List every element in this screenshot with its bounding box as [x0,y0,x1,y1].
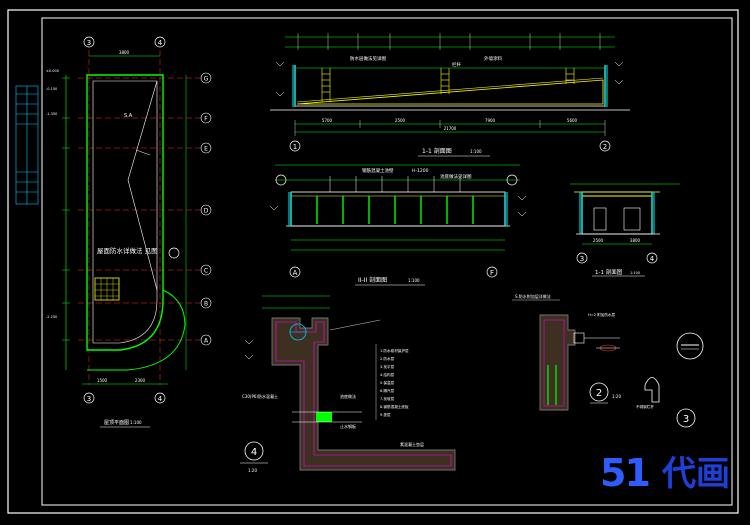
d2-label: S.防水附加层详做法 [515,293,551,299]
plan-title: 屋顶平面图 [104,420,129,426]
d4-note-d: 素混凝土垫层 [400,441,424,447]
plan-axis-top-left: 3 [87,39,91,47]
inner-frame [41,17,733,506]
d4-label-3: 3.找平层 [380,364,395,369]
d3-label: 不锈钢栏杆 [636,404,654,409]
s11-axis-left: 1 [293,143,297,151]
s22-axis-left: A [293,269,298,277]
watermark-text: 代画 [662,454,730,494]
s33-scale: 1:100 [630,271,640,275]
d4-number: 4 [251,447,257,458]
d4-label-1: 1.防水卷材保护层 [380,348,409,353]
s11-label-a: 防水层做法见详图 [350,55,386,62]
s22-label-b: H-1200 [412,168,429,174]
detail-4: 1.防水卷材保护层 2.防水层 3.找平层 4.结构层 5.保温层 6.隔汽层 … [240,295,456,473]
plan-level-3: -1.350 [46,112,57,116]
s11-dim-1: 5700 [322,118,333,123]
plan-axis-d: D [204,208,209,215]
s11-scale: 1:100 [470,149,482,154]
section-3-3: 2500 3800 3 4 1-1 剖面图 1:100 [570,183,680,277]
s22-label-a: 钢筋混凝土池壁 [362,167,394,174]
s33-dim-1: 2500 [593,238,604,243]
d4-label-8: 8.钢筋混凝土底板 [380,404,409,409]
s33-title: 1-1 剖面图 [595,268,623,276]
d4-label-2: 2.防水层 [380,356,395,361]
d3-number: 3 [683,414,689,425]
s11-title: 1-1 剖面图 [422,147,452,155]
d4-label-6: 6.隔汽层 [380,388,395,393]
d4-label-9: 9.垫层 [380,412,391,417]
outer-frame [7,9,739,514]
d4-label-5: 5.保温层 [380,380,395,385]
s22-label-c: 池底做法见详图 [440,173,472,180]
plan-label-main: 屋面防水详做法 见图 [97,246,158,255]
plan-level-4: -2.250 [46,315,57,319]
s11-axis-right: 2 [603,143,607,151]
d4-note-a: C30(P6)防水混凝土 [242,393,278,399]
plan-axis-bottom-right: 4 [158,395,163,403]
plan-axis-a: A [204,338,209,345]
s22-scale: 1:100 [408,278,420,283]
plan-dim-top: 3800 [119,50,130,55]
d4-note-c: 止水钢板 [340,423,356,429]
s11-label-b: 外墙涂料 [484,55,502,62]
s11-label-c: 栏杆 [452,61,461,68]
plan-axis-e: E [204,146,208,153]
plan-axis-top-right: 4 [158,39,163,47]
plan-scale: 1:100 [130,420,142,425]
watermark-logo: 51 代画 [600,452,740,494]
detail-3: 3 不锈钢栏杆 [636,332,704,428]
d4-label-4: 4.结构层 [380,372,395,377]
d4-label-7: 7.找坡层 [380,396,395,401]
plan-dim-bottom-left: 1500 [97,378,108,383]
plan-dim-bottom-right: 2300 [135,378,146,383]
plan-axis-f: F [204,116,208,123]
s11-dim-total: 21700 [444,126,457,131]
s11-dim-3: 7900 [485,118,496,123]
plan-axis-g: G [204,76,209,83]
d2-scale: 1:20 [612,394,621,399]
section-1-1: 5700 2500 7900 5600 21700 1 2 1-1 剖面图 1:… [270,33,630,157]
d4-scale: 1:20 [248,468,257,473]
s33-axis-right: 4 [650,255,655,263]
plan-axis-bottom-left: 3 [87,395,91,403]
s11-dim-4: 5600 [567,118,578,123]
s22-axis-right: F [490,269,494,277]
plan-axis-b: B [204,301,208,308]
s11-dim-2: 2500 [395,118,406,123]
plan-level-1: ±0.000 [46,69,59,73]
watermark-number: 51 [600,451,651,495]
plan-level-2: -0.150 [46,87,57,91]
plan-axis-c: C [204,268,208,275]
roof-plan: 3 4 3800 G F E D C B A 1500 2300 3 [46,36,212,428]
d4-note-b: 池底做法 [340,393,356,399]
detail-2: S.防水附加层详做法 H=2 附加防水层 2 1:20 [512,293,621,411]
s33-axis-left: 3 [580,255,584,263]
plan-label-s: S.A [124,113,133,119]
s22-title: II-II 剖面图 [358,276,387,284]
d2-number: 2 [596,388,602,399]
d2-note: H=2 附加防水层 [588,312,616,317]
left-title-strip [15,85,39,205]
s33-dim-2: 3800 [630,238,641,243]
section-2-2: A F II-II 剖面图 1:100 钢筋混凝土池壁 H-1200 池底做法见… [269,164,527,286]
